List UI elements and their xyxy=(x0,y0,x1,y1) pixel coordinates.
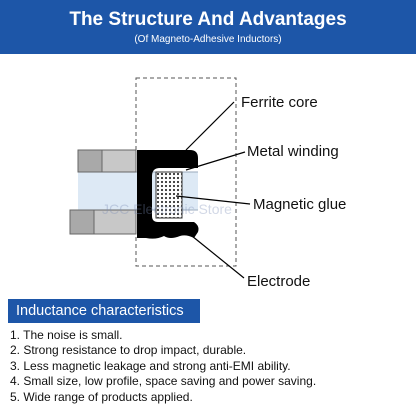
electrode-leader xyxy=(191,235,245,279)
electrode-bottom-left xyxy=(69,209,95,235)
watermark-text: JCC Electronic Store xyxy=(102,201,232,217)
section-header: Inductance characteristics xyxy=(8,299,200,323)
magnetic-glue-label: Magnetic glue xyxy=(253,196,347,213)
ferrite-core-leader xyxy=(185,101,235,151)
metal-winding-leader xyxy=(185,151,246,171)
list-item: 5. Wide range of products applied. xyxy=(10,389,193,404)
list-item: 4. Small size, low profile, space saving… xyxy=(10,374,317,389)
electrode-top-right xyxy=(101,149,137,173)
metal-winding-label: Metal winding xyxy=(247,143,339,160)
header-banner: The Structure And Advantages (Of Magneto… xyxy=(0,0,416,54)
inductor-cross-section: JCC Electronic Store xyxy=(69,77,251,279)
page-title: The Structure And Advantages xyxy=(69,9,347,30)
electrode-bottom-right xyxy=(93,209,137,235)
characteristics-list: 1. The noise is small. 2. Strong resista… xyxy=(10,328,316,405)
magnetic-glue-leader xyxy=(175,195,251,205)
section-title: Inductance characteristics xyxy=(16,303,184,319)
list-item: 3. Less magnetic leakage and strong anti… xyxy=(10,358,291,373)
metal-winding xyxy=(155,171,183,219)
electrode-top-left xyxy=(77,149,103,173)
list-item: 1. The noise is small. xyxy=(10,328,123,342)
ferrite-core xyxy=(137,150,199,239)
list-item: 2. Strong resistance to drop impact, dur… xyxy=(10,343,247,358)
structure-diagram: JCC Electronic Store Ferrite core Metal … xyxy=(0,56,416,296)
electrode-label: Electrode xyxy=(247,273,311,290)
page-subtitle: (Of Magneto-Adhesive Inductors) xyxy=(134,34,282,45)
ferrite-core-label: Ferrite core xyxy=(241,94,318,111)
component-outline xyxy=(135,77,237,267)
